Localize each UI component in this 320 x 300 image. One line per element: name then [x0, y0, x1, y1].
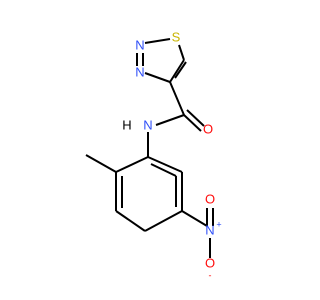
bond-s1-n2	[144, 38, 171, 44]
bond-c1-c6-inner	[150, 163, 177, 177]
bond-ring-nitro	[181, 210, 208, 227]
bond-c6-c1	[147, 156, 183, 173]
bond-c1-c2	[115, 156, 149, 173]
bond-c3-c4	[115, 210, 146, 232]
bond-c4-carbonyl	[169, 81, 185, 116]
bond-methyl	[85, 154, 117, 173]
atom-n3-label: N	[135, 64, 144, 79]
atom-o-nitro-top-label: O	[205, 191, 215, 206]
bond-n3-c4	[144, 72, 171, 83]
atom-s1-label: S	[172, 29, 181, 44]
nitro-plus-charge: +	[216, 219, 221, 229]
bond-c4-c5-b	[174, 61, 187, 79]
bond-carbonyl-o-b	[186, 109, 205, 127]
bond-carbonyl-nh	[155, 114, 185, 126]
atom-o-amide-label: O	[203, 121, 213, 136]
chemical-structure-diagram: S N N N H O N + O O -	[85, 29, 222, 281]
bond-c5-s1	[178, 44, 185, 61]
atom-nh-label: N	[143, 117, 152, 132]
atom-n-nitro-label: N	[205, 222, 214, 237]
atom-o-nitro-bottom-label: O	[205, 255, 215, 270]
bond-carbonyl-o-a	[183, 114, 202, 132]
bond-c4-c5-ring	[144, 210, 183, 232]
bond-c4-c5-a	[169, 59, 185, 83]
nitro-minus-charge: -	[209, 270, 212, 280]
atom-n2-label: N	[135, 37, 144, 52]
atom-h-label: H	[122, 117, 131, 132]
